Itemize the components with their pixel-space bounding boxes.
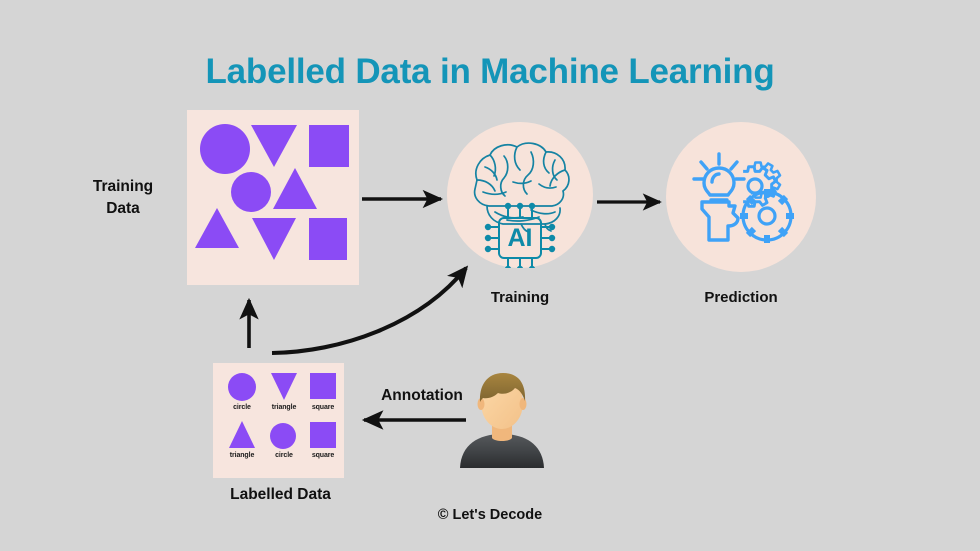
training-data-caption-line2: Data: [106, 200, 140, 217]
labelled-item: square: [302, 373, 344, 411]
shape-square: [309, 125, 349, 167]
shape-triangle-down: [252, 218, 296, 260]
labelled-item-label: circle: [233, 404, 251, 411]
labelled-item: circle: [221, 373, 263, 411]
training-data-caption: Training Data: [58, 176, 188, 220]
training-stage-circle: AI: [447, 122, 593, 268]
shape-circle: [263, 421, 305, 451]
training-data-caption-line1: Training: [92, 178, 154, 195]
labelled-item-label: triangle: [271, 404, 297, 411]
labelled-item-label: circle: [275, 452, 293, 459]
brain-icon: [473, 142, 570, 233]
footer-credit: © Let's Decode: [437, 507, 543, 523]
training-stage-caption: Training: [490, 289, 550, 306]
head-lightbulb-icon: [692, 152, 794, 243]
labelled-item: square: [302, 421, 344, 459]
shape-square: [309, 218, 347, 260]
ai-chip-icon: AI: [484, 202, 556, 268]
prediction-stage-caption: Prediction: [704, 289, 778, 306]
labelled-item: triangle: [221, 421, 263, 459]
training-data-panel: [187, 110, 359, 285]
shape-circle: [221, 373, 263, 403]
page-title: Labelled Data in Machine Learning: [205, 52, 775, 91]
shape-square: [302, 373, 344, 403]
person-avatar: [460, 373, 544, 468]
labelled-item: triangle: [263, 373, 305, 411]
shape-triangle-up: [273, 168, 317, 209]
labelled-item-label: square: [311, 404, 335, 411]
labelled-item-label: square: [311, 452, 335, 459]
prediction-stage-circle: [666, 122, 816, 272]
shape-circle: [231, 172, 271, 212]
ai-chip-label: AI: [508, 224, 533, 252]
shape-triangle-up: [221, 421, 263, 451]
shape-triangle-down: [251, 125, 297, 167]
annotation-label: Annotation: [381, 387, 463, 404]
labelled-data-caption: Labelled Data: [230, 486, 331, 503]
labelled-data-panel: circle triangle square triangle circle: [213, 363, 344, 478]
shape-square: [302, 421, 344, 451]
gear-icon: [740, 189, 794, 243]
labelled-item: circle: [263, 421, 305, 459]
shape-triangle-down: [263, 373, 305, 403]
shape-circle: [200, 124, 250, 174]
shape-triangle-up: [195, 208, 239, 248]
labelled-item-label: triangle: [229, 452, 255, 459]
